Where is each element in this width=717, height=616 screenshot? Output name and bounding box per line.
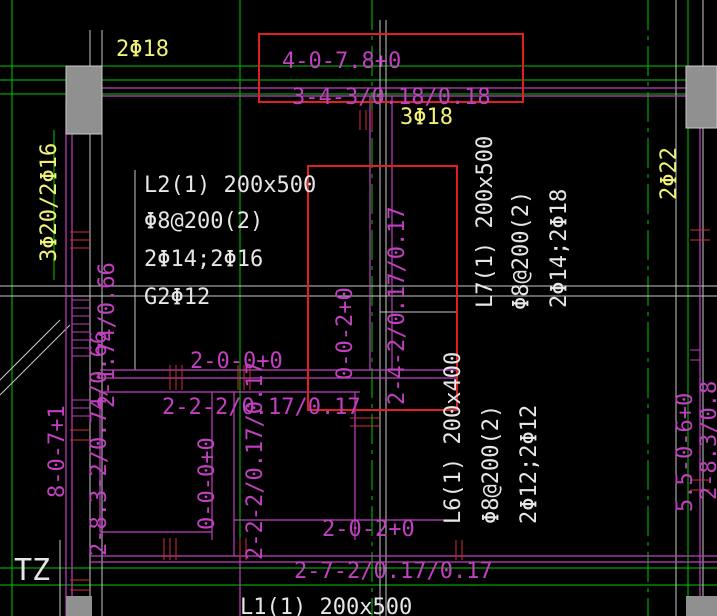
column-top-right xyxy=(685,65,717,129)
left-code-1: 2-1.74/0.66 xyxy=(95,262,120,408)
l7-rebar: 2Φ14;2Φ18 xyxy=(547,189,572,308)
highlight-box-center xyxy=(307,165,458,411)
left-code-3: 2-8.3-2/0.74/0.66 xyxy=(87,331,112,556)
highlight-box-top xyxy=(258,33,524,103)
top-beam-code-2: 3-4-3/0.18/0.18 xyxy=(292,85,491,110)
left-column-rebar-label: 3Φ20/2Φ16 xyxy=(37,143,62,262)
mid-code-2: 2-2-2/0.17/0.17 xyxy=(162,395,361,420)
top-beam-code-1: 4-0-7.8+0 xyxy=(282,49,401,74)
center-code-1: 0-0-2+0 xyxy=(333,287,358,380)
box-code-1: 0-0-0+0 xyxy=(195,437,220,530)
l2-g: G2Φ12 xyxy=(144,285,210,310)
labels: 2Φ18 4-0-7.8+0 3-4-3/0.18/0.18 3Φ18 3Φ20… xyxy=(14,37,717,616)
column-bottom-left xyxy=(66,596,92,616)
l6-rebar: 2Φ12;2Φ12 xyxy=(517,405,542,524)
l1-title: L1(1) 200x500 xyxy=(240,595,412,616)
top-3phi18-label: 3Φ18 xyxy=(400,105,453,130)
right-code-1: 5.5-0-6+0 xyxy=(673,393,698,512)
tz-label: TZ xyxy=(14,553,50,588)
center-code-2: 2-4-2/0.17/0.17 xyxy=(385,206,410,405)
magenta-hatch-marks xyxy=(72,299,700,417)
column-bottom-right xyxy=(686,596,717,616)
bottom-code-1: 2-0-2+0 xyxy=(322,517,415,542)
l2-stirrup: Φ8@200(2) xyxy=(144,209,263,234)
right-code-2: 2-8.3/0.8 xyxy=(697,381,717,500)
l2-rebar: 2Φ14;2Φ16 xyxy=(144,247,263,272)
l6-title: L6(1) 200x400 xyxy=(441,352,466,524)
top-2phi18-label: 2Φ18 xyxy=(116,37,169,62)
left-code-2: 8-0-7+1 xyxy=(45,405,70,498)
bottom-code-2: 2-7-2/0.17/0.17 xyxy=(294,559,493,584)
l2-title: L2(1) 200x500 xyxy=(144,173,316,198)
magenta-frame-lines xyxy=(65,87,717,616)
red-hatch-marks xyxy=(70,110,710,591)
l7-title: L7(1) 200x500 xyxy=(473,136,498,308)
right-2phi22-label: 2Φ22 xyxy=(657,147,682,200)
box-code-2: 2-2-2/0.17/0.17 xyxy=(243,361,268,560)
l6-stirrup: Φ8@200(2) xyxy=(479,405,504,524)
l7-stirrup: Φ8@200(2) xyxy=(509,191,534,310)
column-top-left xyxy=(65,65,103,135)
mid-code-1: 2-0-0+0 xyxy=(190,349,283,374)
